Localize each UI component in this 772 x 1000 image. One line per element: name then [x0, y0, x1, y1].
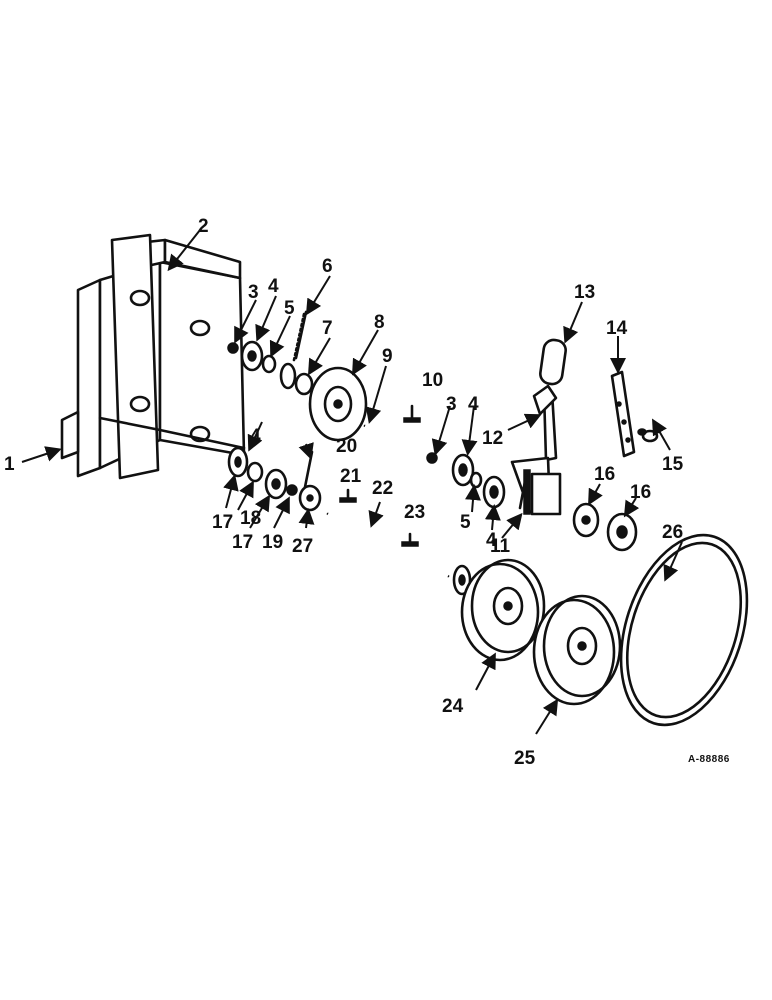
callout-12: 12 [482, 428, 503, 449]
strap-assembly [610, 370, 659, 458]
callout-27: 27 [292, 536, 313, 557]
callout-9: 9 [382, 346, 393, 367]
callout-19: 19 [262, 532, 283, 553]
callout-5-right: 5 [460, 512, 471, 533]
callout-13: 13 [574, 282, 595, 303]
callout-25: 25 [514, 748, 536, 769]
callout-23: 23 [404, 502, 425, 523]
callout-21: 21 [340, 466, 362, 487]
callout-10: 10 [422, 370, 443, 391]
v-belt [619, 533, 749, 727]
callout-18: 18 [240, 508, 261, 529]
callout-2: 2 [198, 216, 209, 237]
upper-shaft [363, 404, 432, 458]
callout-20: 20 [336, 436, 357, 457]
callout-3: 3 [248, 282, 259, 303]
callout-3-right: 3 [446, 394, 457, 415]
callout-4-mid: 4 [250, 426, 261, 447]
callout-16-b: 16 [630, 482, 651, 503]
pulley-24 [460, 558, 546, 662]
callout-8: 8 [374, 312, 385, 333]
right-upper-hardware [426, 452, 506, 509]
upper-hardware [227, 310, 368, 442]
mounting-bracket [60, 233, 246, 480]
callout-17-b: 17 [232, 532, 253, 553]
callout-24: 24 [442, 696, 464, 717]
callout-11: 11 [490, 536, 511, 557]
callout-26: 26 [662, 522, 683, 543]
callout-14: 14 [606, 318, 628, 339]
lower-hardware [227, 446, 322, 512]
callout-1: 1 [4, 454, 15, 475]
callout-6: 6 [322, 256, 333, 277]
callout-4-right: 4 [468, 394, 479, 415]
callout-22: 22 [372, 478, 393, 499]
callout-5: 5 [284, 298, 295, 319]
callout-17-a: 17 [212, 512, 233, 533]
drawing-reference: A-88886 [688, 754, 730, 765]
leader-lines [21, 229, 683, 735]
callout-7: 7 [322, 318, 333, 339]
callout-4-lower: 4 [486, 530, 497, 551]
callout-16-a: 16 [594, 464, 615, 485]
callouts: 1 2 3 4 5 6 7 8 9 10 3 4 12 13 14 15 16 … [4, 216, 730, 769]
pulley-25 [532, 594, 622, 706]
callout-15: 15 [662, 454, 684, 475]
callout-4: 4 [268, 276, 279, 297]
lower-shaft [326, 488, 472, 596]
lever-assembly [510, 338, 567, 516]
idler-pulleys [572, 502, 638, 552]
